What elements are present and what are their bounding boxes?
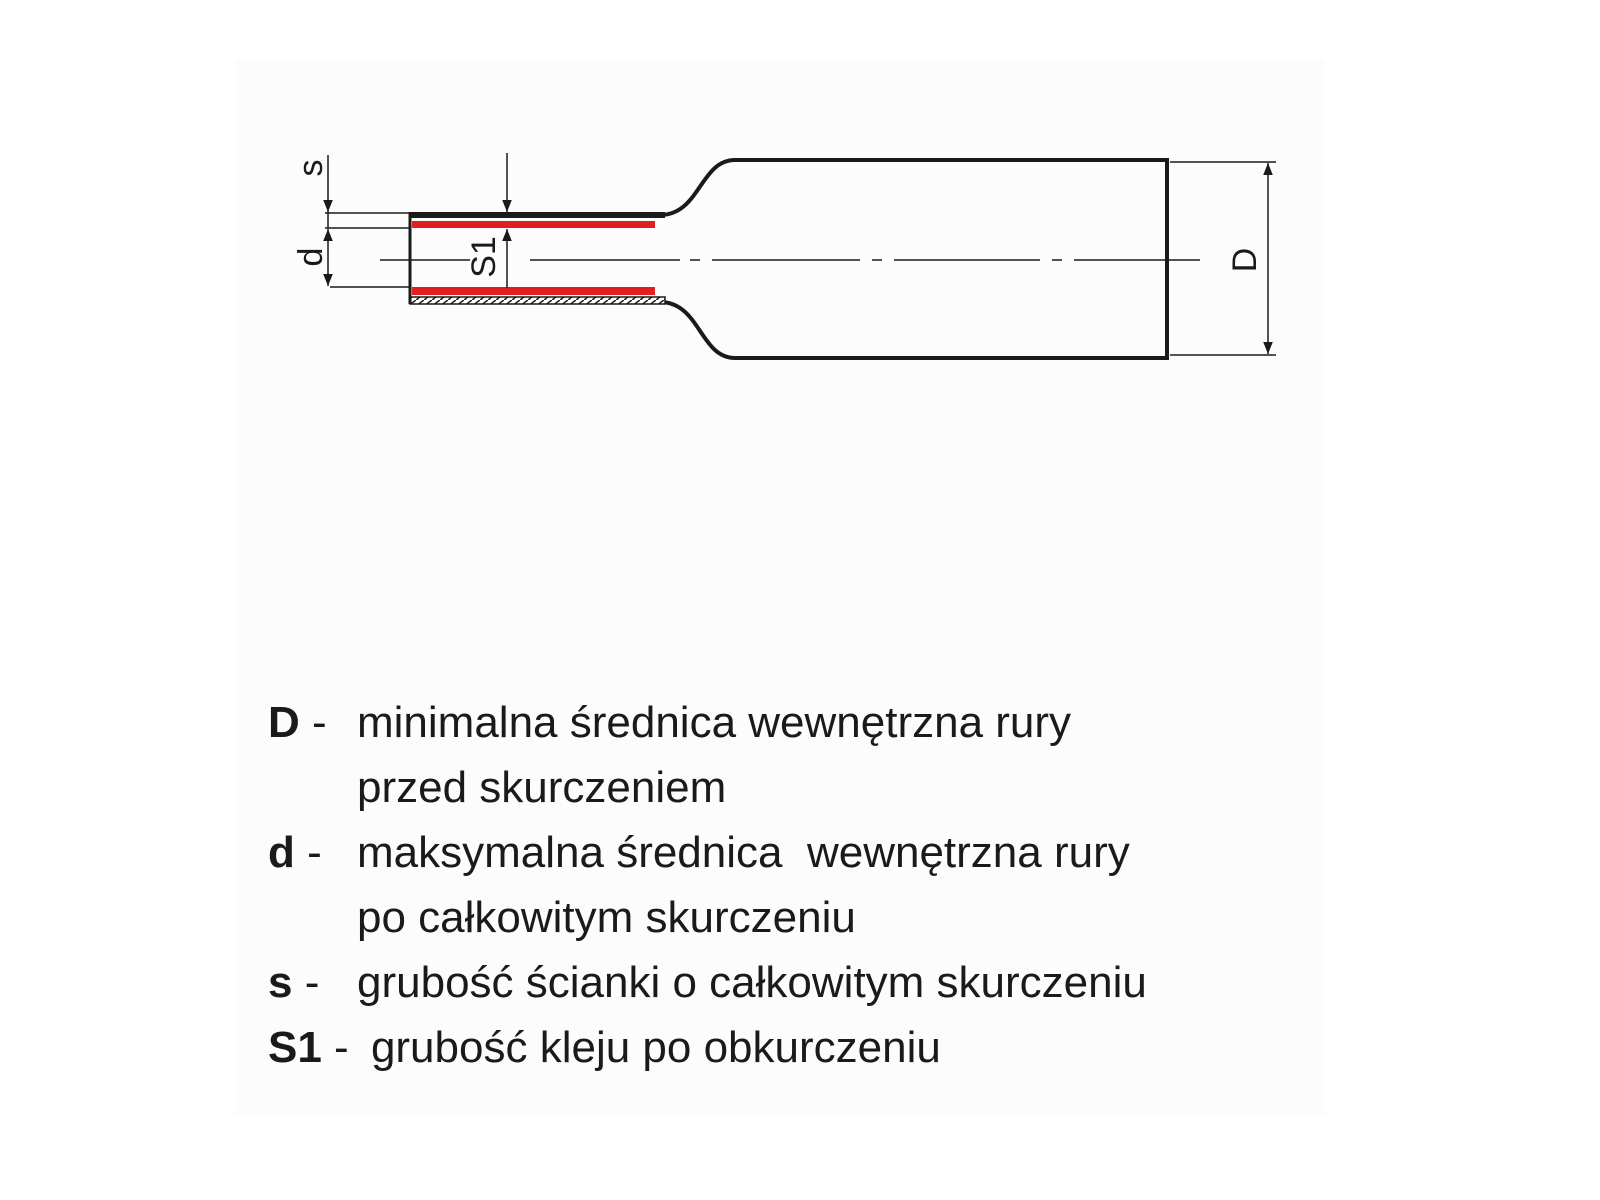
legend-text: przed skurczeniem	[357, 763, 727, 812]
legend-key: s	[268, 958, 293, 1007]
extension-lines	[325, 161, 1276, 356]
label-d: d	[292, 248, 330, 267]
background-panel	[235, 60, 1325, 1115]
legend: D - minimalna średnica wewnętrzna rury p…	[268, 690, 1147, 1080]
label-D: D	[1226, 248, 1264, 273]
legend-key: d	[268, 828, 295, 877]
legend-text: grubość kleju po obkurczeniu	[370, 1023, 941, 1072]
adhesive-bottom	[412, 287, 655, 295]
legend-text: maksymalna średnica wewnętrzna rury	[357, 828, 1130, 877]
label-S1: S1	[465, 236, 503, 278]
label-s: s	[292, 160, 330, 177]
legend-item-D: D - minimalna średnica wewnętrzna rury	[268, 690, 1147, 755]
adhesive-top	[412, 221, 655, 228]
legend-key: S1	[268, 1023, 322, 1072]
legend-key: D	[268, 698, 300, 747]
legend-text: minimalna średnica wewnętrzna rury	[357, 698, 1072, 747]
legend-item-S1: S1 - grubość kleju po obkurczeniu	[268, 1015, 1147, 1080]
tube-wall-top	[410, 212, 665, 218]
tube-outline-expanded	[659, 158, 1169, 360]
legend-text: po całkowitym skurczeniu	[357, 893, 856, 942]
legend-item-s: s - grubość ścianki o całkowitym skurcze…	[268, 950, 1147, 1015]
tube-wall-bottom	[409, 296, 666, 305]
legend-item-d: d - maksymalna średnica wewnętrzna rury	[268, 820, 1147, 885]
legend-text: grubość ścianki o całkowitym skurczeniu	[357, 958, 1147, 1007]
